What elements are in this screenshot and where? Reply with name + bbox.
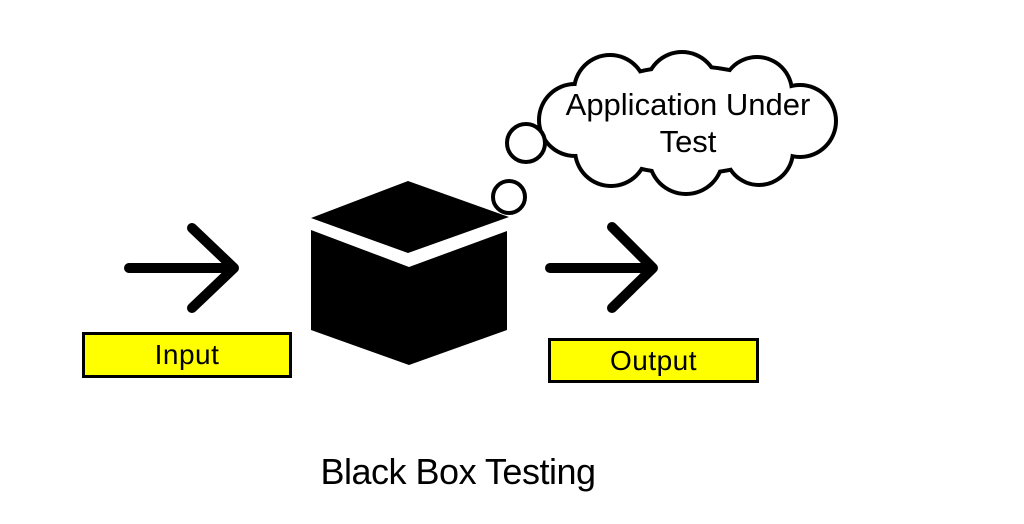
thought-trail-bubble-small	[491, 179, 527, 215]
input-label: Input	[82, 332, 292, 378]
input-arrow-icon	[124, 223, 239, 313]
thought-bubble-text-line2: Test	[660, 124, 717, 159]
thought-cloud-fill	[541, 54, 834, 192]
output-label: Output	[548, 338, 759, 383]
thought-trail-bubble-large	[505, 122, 547, 164]
thought-cloud-icon: Application Under Test	[537, 50, 838, 196]
black-box-lid	[311, 181, 509, 253]
black-box-body	[311, 230, 507, 365]
diagram-title: Black Box Testing	[320, 451, 596, 492]
output-arrow-icon	[545, 222, 658, 313]
black-box-cube-icon	[311, 181, 509, 365]
thought-bubble-text-line1: Application Under	[566, 87, 811, 122]
